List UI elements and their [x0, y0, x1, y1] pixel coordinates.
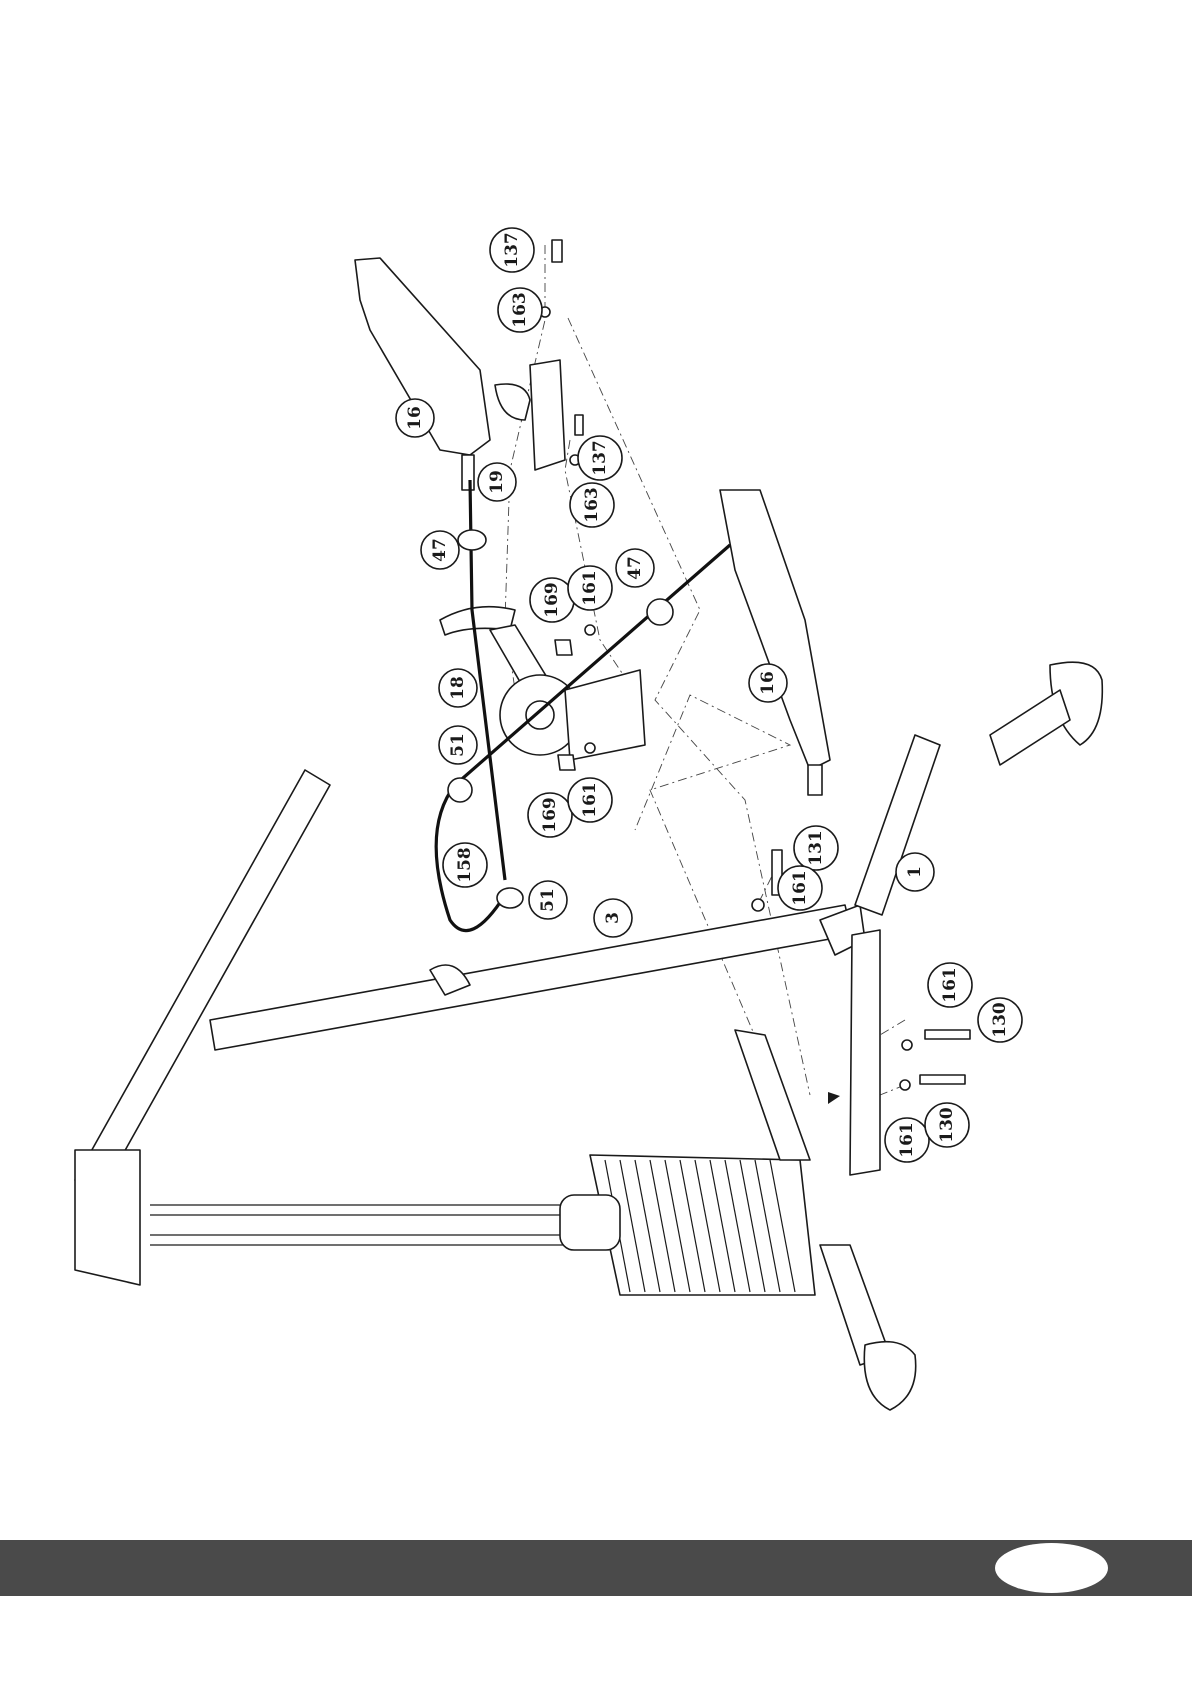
pulley-51-bottom: [497, 888, 523, 908]
callout-51: 51: [439, 726, 477, 764]
frame-tube-1: [850, 930, 880, 1175]
callout-text: 163: [582, 487, 602, 523]
arrow-icon: [828, 1092, 840, 1104]
callout-text: 161: [580, 782, 600, 818]
callout-137: 137: [578, 436, 622, 480]
callout-130: 130: [925, 1103, 969, 1147]
callout-text: 130: [990, 1002, 1010, 1038]
pulley-47-top: [458, 530, 486, 550]
base-foot: [864, 1342, 915, 1410]
nut-169-bottom: [558, 755, 575, 770]
callout-163: 163: [570, 483, 614, 527]
callout-text: 16: [758, 671, 778, 695]
callout-text: 161: [790, 870, 810, 906]
washer-161-top: [585, 625, 595, 635]
callout-text: 3: [603, 912, 623, 924]
top-rail-end: [75, 1150, 140, 1285]
callout-131: 131: [794, 826, 838, 870]
callout-text: 16: [405, 406, 425, 430]
callout-161: 161: [568, 778, 612, 822]
callout-text: 158: [455, 847, 475, 883]
callout-text: 163: [510, 292, 530, 328]
mount-plate: [565, 670, 645, 760]
bolt-130-a: [925, 1030, 970, 1039]
upper-leg: [990, 690, 1070, 765]
callout-137: 137: [490, 228, 534, 272]
callout-text: 131: [806, 830, 826, 866]
callout-text: 130: [937, 1107, 957, 1143]
callout-text: 19: [487, 470, 507, 494]
callout-161: 161: [568, 566, 612, 610]
callout-text: 161: [940, 967, 960, 1003]
weight-stack: [560, 1030, 815, 1295]
bolt-137-mid: [575, 415, 583, 435]
callout-47: 47: [616, 549, 654, 587]
callout-161: 161: [778, 866, 822, 910]
callout-text: 169: [542, 582, 562, 618]
callout-text: 51: [538, 888, 558, 912]
callout-text: 47: [430, 538, 450, 562]
callout-text: 18: [448, 676, 468, 700]
nut-169-top: [555, 640, 572, 655]
press-arm-16-right: [720, 490, 830, 770]
callout-text: 51: [448, 733, 468, 757]
callout-47: 47: [421, 531, 459, 569]
callout-169: 169: [530, 578, 574, 622]
washer-161-low-a: [902, 1040, 912, 1050]
callout-18: 18: [439, 669, 477, 707]
callout-169: 169: [528, 793, 572, 837]
bolt-130-b: [920, 1075, 965, 1084]
frame-tube-3: [210, 905, 852, 1050]
callout-158: 158: [443, 843, 487, 887]
top-rail: [75, 770, 330, 1195]
callout-163: 163: [498, 288, 542, 332]
callout-text: 161: [897, 1122, 917, 1158]
washer-161-bottom: [585, 743, 595, 753]
pulley-47-right: [647, 599, 673, 625]
callout-text: 161: [580, 570, 600, 606]
washer-161-front: [752, 899, 764, 911]
callout-3: 3: [594, 899, 632, 937]
callout-text: 137: [590, 440, 610, 476]
washer-161-low-b: [900, 1080, 910, 1090]
callout-text: 137: [502, 232, 522, 268]
frame-tube-1-upper: [855, 735, 940, 915]
callout-16: 16: [749, 664, 787, 702]
callout-text: 47: [625, 556, 645, 580]
callout-text: 1: [905, 866, 925, 878]
bracket-19: [530, 360, 565, 470]
pulley-51-top: [448, 778, 472, 802]
page-number-badge: [995, 1543, 1108, 1593]
callout-161: 161: [885, 1118, 929, 1162]
bolt-137-top: [552, 240, 562, 262]
callout-1: 1: [896, 853, 934, 891]
callout-16: 16: [396, 399, 434, 437]
callout-161: 161: [928, 963, 972, 1007]
callout-text: 169: [540, 797, 560, 833]
callout-130: 130: [978, 998, 1022, 1042]
callout-51: 51: [529, 881, 567, 919]
callout-19: 19: [478, 463, 516, 501]
